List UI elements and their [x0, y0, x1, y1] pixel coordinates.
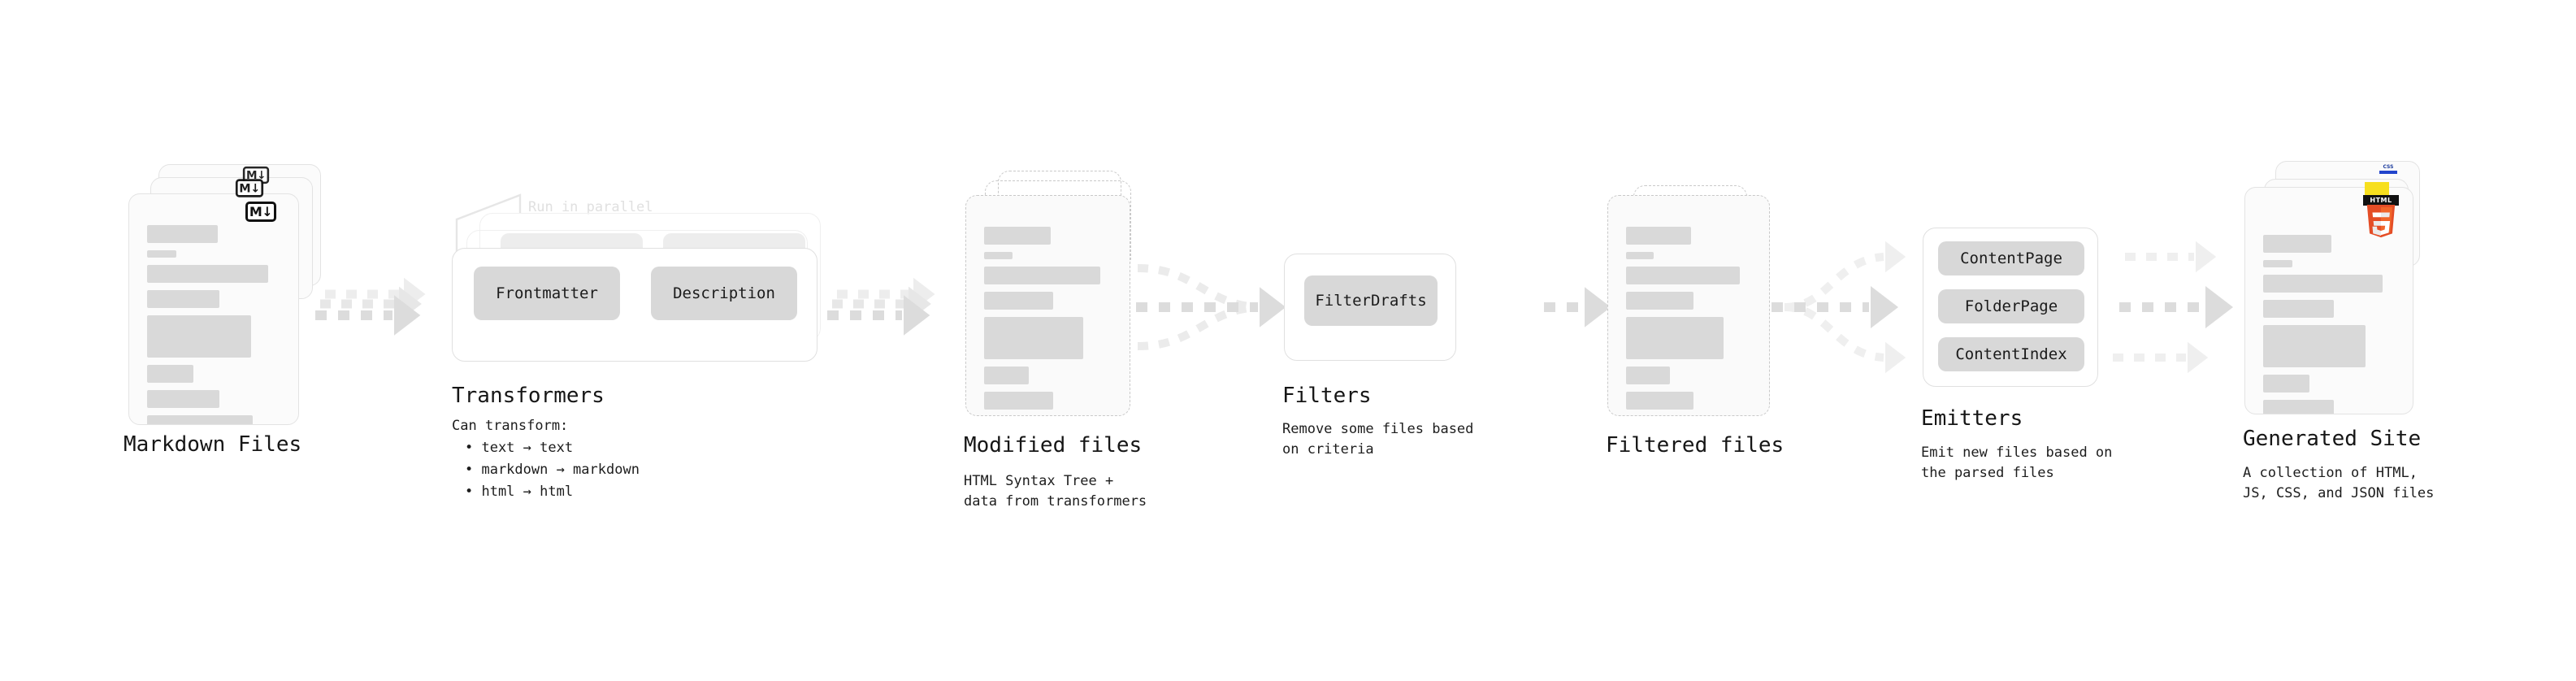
markdown-card-front	[128, 193, 299, 425]
arrow-filtered-to-emitters	[1772, 241, 1906, 374]
arrow-transformers-to-modified	[827, 277, 935, 336]
stage-title-markdown-files: Markdown Files	[124, 432, 302, 457]
generated-site-desc-line2: JS, CSS, and JSON files	[2243, 485, 2435, 501]
placeholder-bar	[1626, 267, 1741, 284]
stage-title-emitters: Emitters	[1921, 406, 2023, 431]
filters-desc-line2: on criteria	[1282, 441, 1374, 458]
transformers-bullet-2: • html → html	[465, 484, 574, 500]
placeholder-bar	[147, 225, 218, 243]
placeholder-bar	[984, 392, 1053, 410]
html5-icon: HTML	[2363, 195, 2399, 239]
placeholder-bar	[984, 252, 1013, 259]
placeholder-bar	[147, 265, 269, 283]
placeholder-bar	[984, 227, 1051, 245]
transformers-bullet-1: • markdown → markdown	[465, 462, 640, 478]
modified-card-front	[965, 195, 1130, 416]
generated-card-front	[2244, 187, 2413, 414]
placeholder-bar	[147, 365, 194, 383]
placeholder-bar	[984, 317, 1084, 359]
markdown-icon-mid: M↓	[235, 179, 264, 197]
transformer-chip-frontmatter[interactable]: Frontmatter	[474, 267, 620, 320]
emitter-chip-contentpage[interactable]: ContentPage	[1938, 241, 2084, 275]
html5-icon-label: HTML	[2363, 195, 2399, 206]
emitters-panel: ContentPage FolderPage ContentIndex	[1923, 228, 2098, 387]
placeholder-bar	[984, 367, 1029, 384]
placeholder-bar	[984, 292, 1053, 310]
transformers-bullet-0: • text → text	[465, 440, 574, 456]
css-icon-bar	[2379, 171, 2397, 174]
arrow-emitters-to-site	[2113, 241, 2233, 374]
placeholder-bar	[2263, 400, 2335, 414]
css-icon: CSS	[2379, 165, 2397, 176]
emitter-chip-contentindex[interactable]: ContentIndex	[1938, 337, 2084, 371]
stage-title-filters: Filters	[1282, 384, 1372, 408]
stage-title-transformers: Transformers	[452, 384, 605, 408]
placeholder-bar	[2263, 275, 2383, 293]
arrow-markdown-to-transformers	[315, 277, 426, 336]
stage-title-filtered-files: Filtered files	[1606, 433, 1785, 458]
placeholder-bar	[147, 415, 253, 424]
transformers-desc-heading: Can transform:	[452, 418, 569, 434]
placeholder-bar	[2263, 300, 2335, 318]
placeholder-bar	[1626, 292, 1694, 310]
placeholder-bar	[147, 315, 251, 358]
markdown-card-content	[129, 194, 298, 424]
placeholder-bar	[147, 250, 177, 258]
modified-card-content	[966, 196, 1130, 415]
css-icon-label: CSS	[2383, 164, 2394, 170]
modified-files-desc-line1: HTML Syntax Tree +	[964, 473, 1114, 489]
placeholder-bar	[147, 390, 219, 408]
placeholder-bar	[1626, 367, 1670, 384]
placeholder-bar	[2263, 235, 2332, 253]
run-in-parallel-note: Run in parallel	[528, 199, 653, 215]
placeholder-bar	[2263, 375, 2309, 393]
filters-panel: FilterDrafts	[1284, 254, 1456, 361]
placeholder-bar	[1626, 392, 1694, 410]
generated-card-content	[2245, 188, 2413, 414]
placeholder-bar	[1626, 317, 1724, 359]
filtered-card-content	[1608, 196, 1769, 415]
stage-title-generated-site: Generated Site	[2243, 427, 2422, 451]
emitter-chip-folderpage[interactable]: FolderPage	[1938, 289, 2084, 323]
transformer-chip-description[interactable]: Description	[651, 267, 797, 320]
transformers-panel: Frontmatter Description	[452, 248, 817, 362]
placeholder-bar	[1626, 252, 1654, 259]
emitters-desc-line1: Emit new files based on	[1921, 445, 2113, 461]
filters-desc-line1: Remove some files based	[1282, 421, 1474, 437]
filter-chip-filterdrafts[interactable]: FilterDrafts	[1304, 275, 1438, 326]
placeholder-bar	[2263, 325, 2366, 367]
generated-site-stack: CSS HTML	[0, 0, 2420, 414]
arrow-filters-to-filtered	[1544, 287, 1611, 327]
placeholder-bar	[147, 290, 219, 308]
placeholder-bar	[1626, 227, 1692, 245]
filtered-card-front	[1607, 195, 1770, 416]
emitters-desc-line2: the parsed files	[1921, 465, 2054, 481]
arrow-modified-to-filters	[1136, 264, 1286, 350]
markdown-icon: M↓	[245, 202, 276, 222]
placeholder-bar	[2263, 260, 2292, 267]
generated-site-desc-line1: A collection of HTML,	[2243, 465, 2418, 481]
placeholder-bar	[984, 267, 1100, 284]
modified-files-desc-line2: data from transformers	[964, 493, 1147, 510]
stage-title-modified-files: Modified files	[964, 433, 1143, 458]
